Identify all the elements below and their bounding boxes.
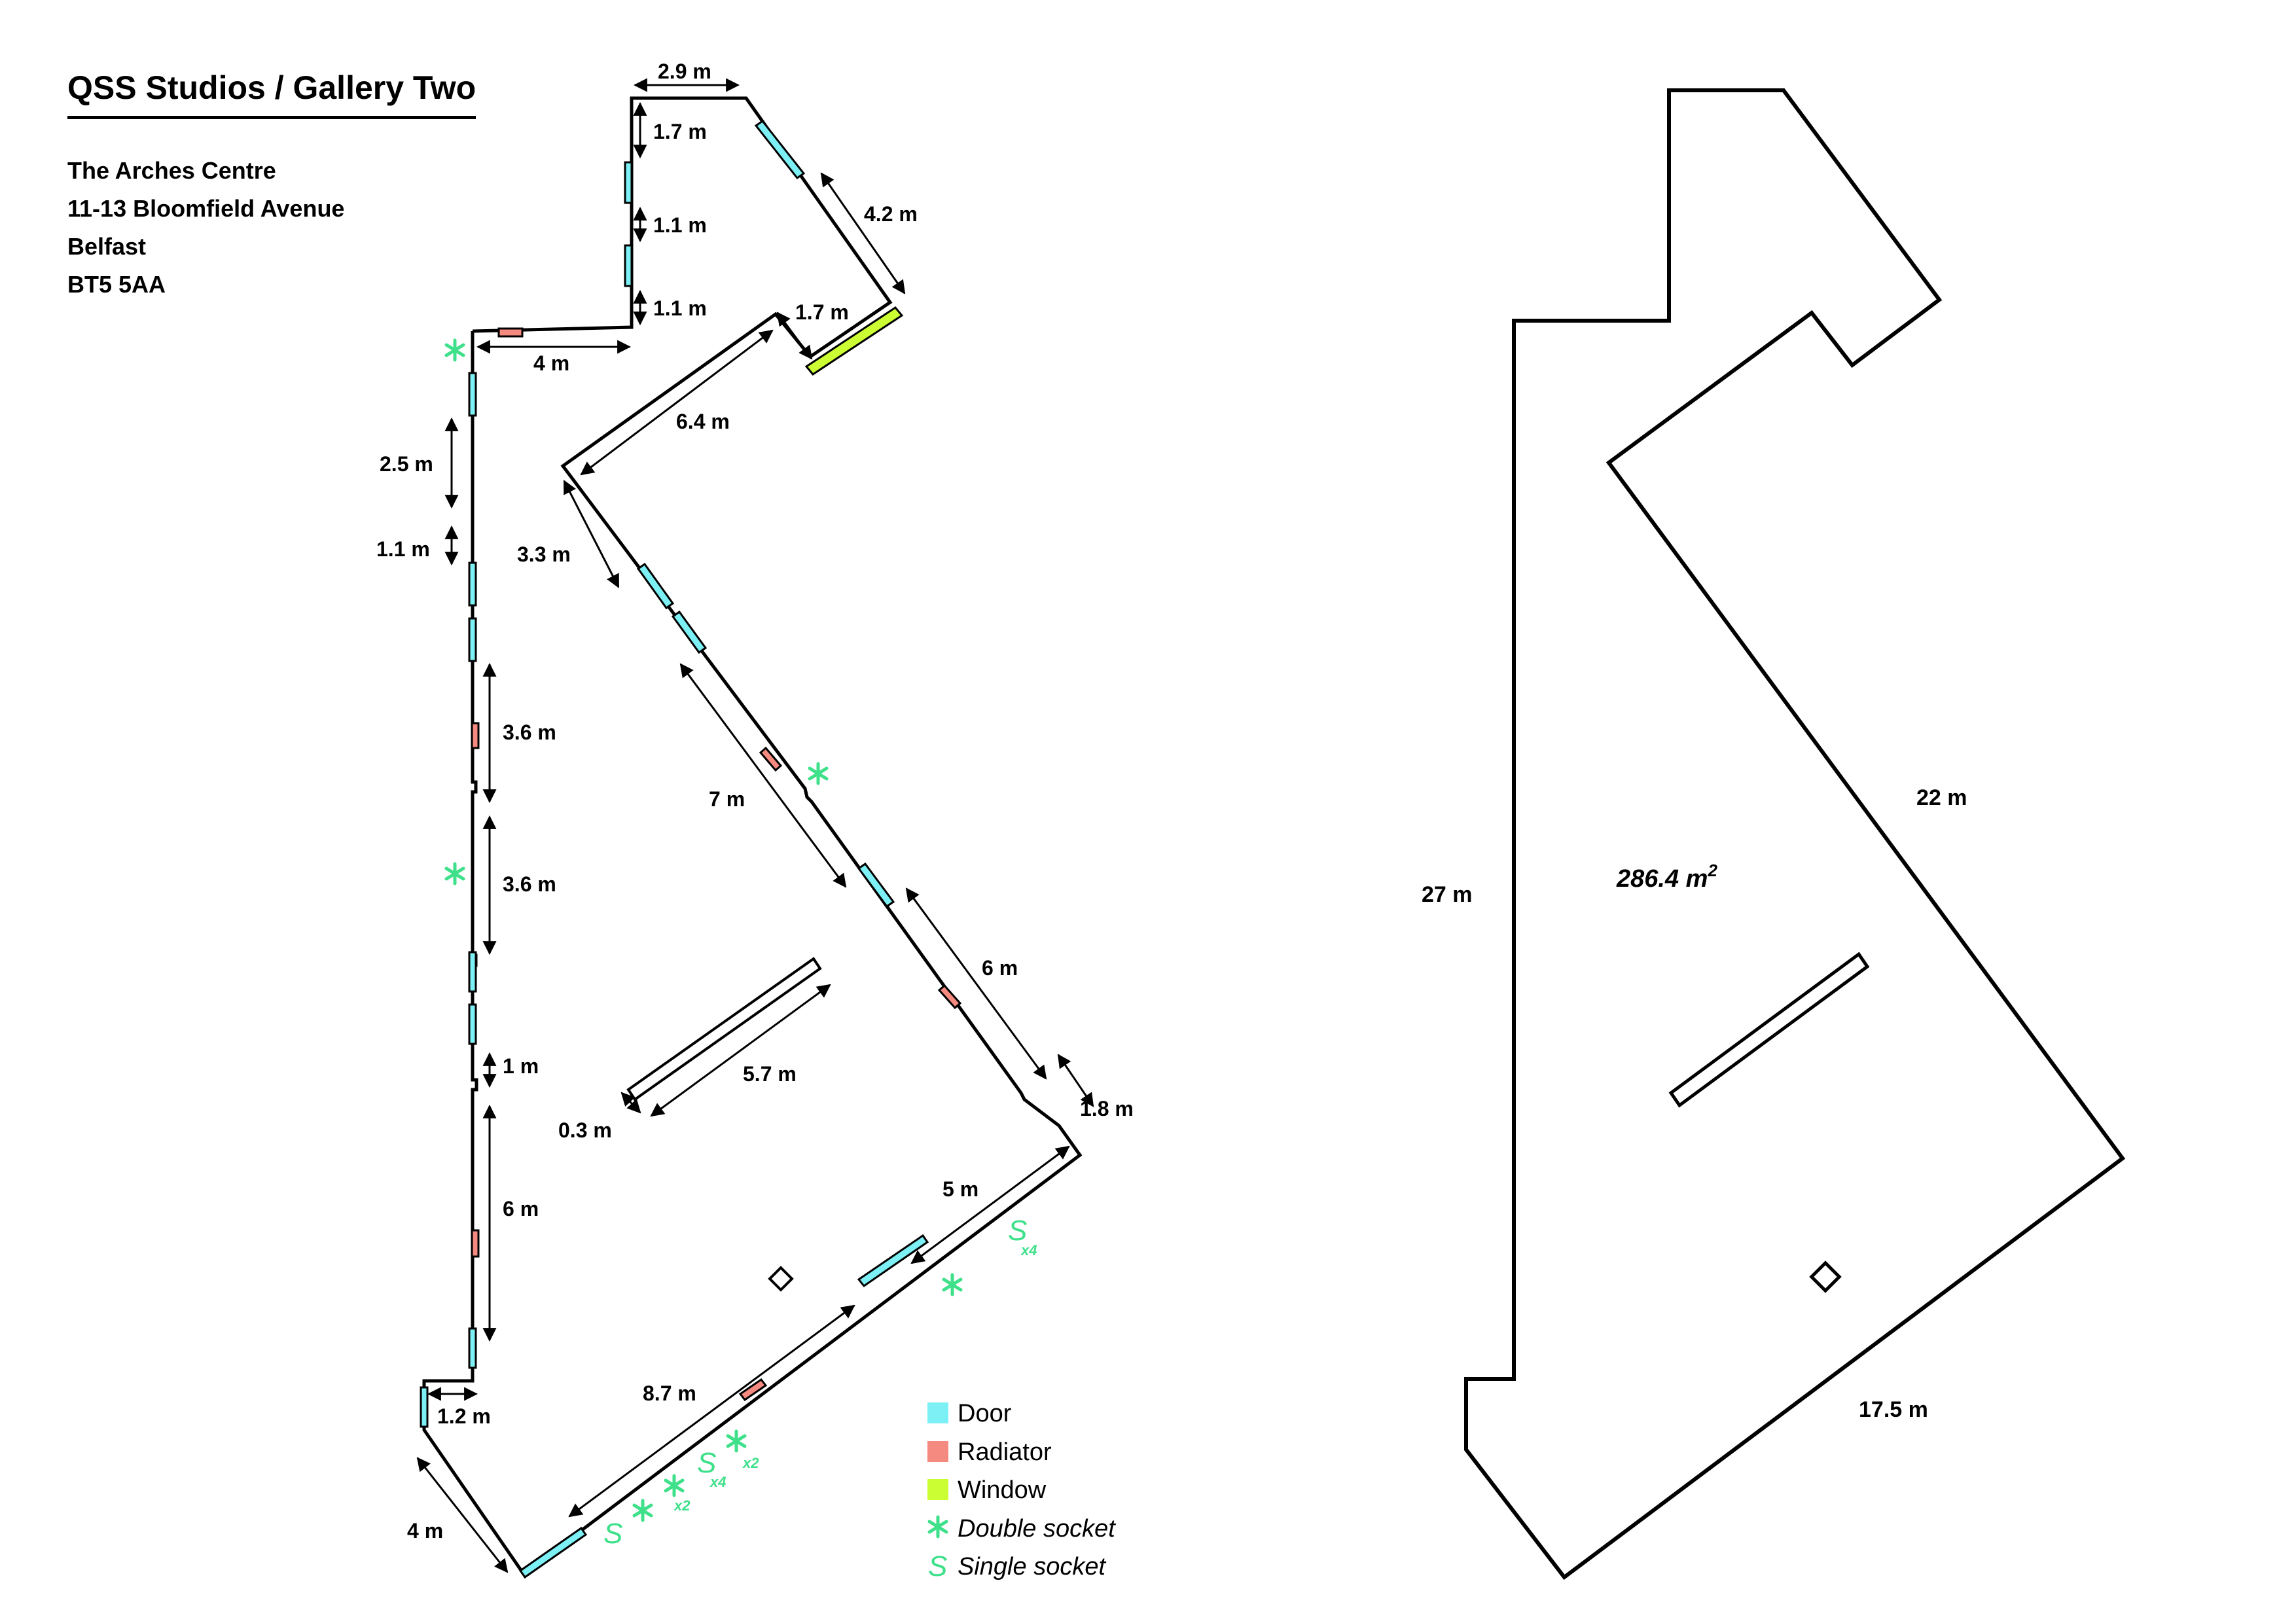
- double-socket-icon: [808, 762, 829, 785]
- doors: [420, 119, 929, 1579]
- dim-label: 1.7 m: [653, 120, 707, 143]
- single-socket-icon: S: [928, 1550, 947, 1582]
- dim-label: 1.1 m: [376, 537, 430, 561]
- overview-outline: [1464, 88, 2126, 1580]
- dim-label: 4 m: [407, 1519, 443, 1543]
- address-line-3: Belfast: [67, 233, 147, 260]
- west-length: 27 m: [1422, 882, 1473, 907]
- address-line-2: 11-13 Bloomfield Avenue: [67, 195, 345, 222]
- dim-label: 0.3 m: [558, 1118, 612, 1142]
- dimension-arrows: [416, 78, 1094, 1573]
- dim-label: 1.8 m: [1080, 1097, 1134, 1120]
- window: [804, 306, 904, 376]
- double-socket-icon: [942, 1273, 963, 1296]
- sockets: S x4 S x4 x2 x2 S: [444, 338, 1037, 1550]
- dim-label: 2.5 m: [380, 452, 433, 476]
- dim-label: 5 m: [942, 1177, 978, 1201]
- column: [768, 1266, 794, 1292]
- window-swatch: [927, 1479, 948, 1500]
- dim-label: 7 m: [709, 787, 745, 811]
- socket-count: x4: [709, 1474, 726, 1490]
- page-title: QSS Studios / Gallery Two: [67, 69, 476, 119]
- address-line-1: The Arches Centre: [67, 157, 276, 184]
- double-socket-icon: [726, 1429, 747, 1453]
- dim-label: 4.2 m: [864, 202, 918, 226]
- dim-label: 2.9 m: [658, 60, 711, 83]
- dim-label: 6 m: [982, 956, 1018, 980]
- radiator-swatch: [927, 1441, 948, 1462]
- overview-column: [1809, 1260, 1842, 1293]
- dim-label: 4 m: [533, 351, 569, 375]
- single-socket-icon: S: [1008, 1215, 1027, 1247]
- dim-label: 3.3 m: [517, 543, 571, 566]
- legend-window: Window: [958, 1476, 1047, 1504]
- legend-single-socket: Single socket: [958, 1553, 1106, 1580]
- dimension-labels: 2.9 m 1.7 m 1.1 m 1.1 m 4.2 m 1.7 m 4 m …: [376, 60, 1134, 1543]
- single-socket-icon: S: [697, 1447, 716, 1479]
- overview-partition: [1668, 952, 1870, 1108]
- legend-door: Door: [958, 1400, 1012, 1427]
- dim-label: 1.1 m: [653, 213, 707, 237]
- socket-count: x4: [1020, 1242, 1037, 1258]
- dim-label: 1.1 m: [653, 296, 707, 320]
- dim-label: 1.7 m: [795, 300, 849, 324]
- dim-label: 6.4 m: [676, 410, 730, 433]
- door-swatch: [927, 1402, 948, 1423]
- dim-label: 5.7 m: [743, 1062, 797, 1086]
- dim-label: 8.7 m: [643, 1382, 696, 1405]
- double-socket-icon: [444, 862, 465, 885]
- double-socket-icon: [632, 1499, 653, 1522]
- east-length: 22 m: [1916, 785, 1967, 810]
- address-line-4: BT5 5AA: [67, 271, 166, 298]
- area-label: 286.4 m2: [1616, 861, 1717, 893]
- single-socket-icon: S: [603, 1518, 622, 1550]
- double-socket-icon: [927, 1515, 948, 1539]
- double-socket-icon: [444, 338, 465, 362]
- legend-radiator: Radiator: [958, 1438, 1052, 1466]
- dim-label: 1.2 m: [437, 1404, 491, 1428]
- socket-count: x2: [673, 1497, 691, 1514]
- legend-double-socket: Double socket: [958, 1515, 1116, 1543]
- dim-label: 3.6 m: [503, 872, 556, 896]
- gallery-outline: [422, 96, 1083, 1577]
- dim-label: 3.6 m: [503, 721, 556, 744]
- legend: Door Radiator Window Double socket S Sin…: [927, 1400, 1116, 1582]
- double-socket-icon: [664, 1474, 685, 1497]
- south-length: 17.5 m: [1859, 1397, 1928, 1422]
- radiators: [471, 327, 962, 1402]
- dim-label: 6 m: [503, 1197, 539, 1221]
- socket-count: x2: [742, 1455, 759, 1471]
- dim-label: 1 m: [503, 1054, 539, 1078]
